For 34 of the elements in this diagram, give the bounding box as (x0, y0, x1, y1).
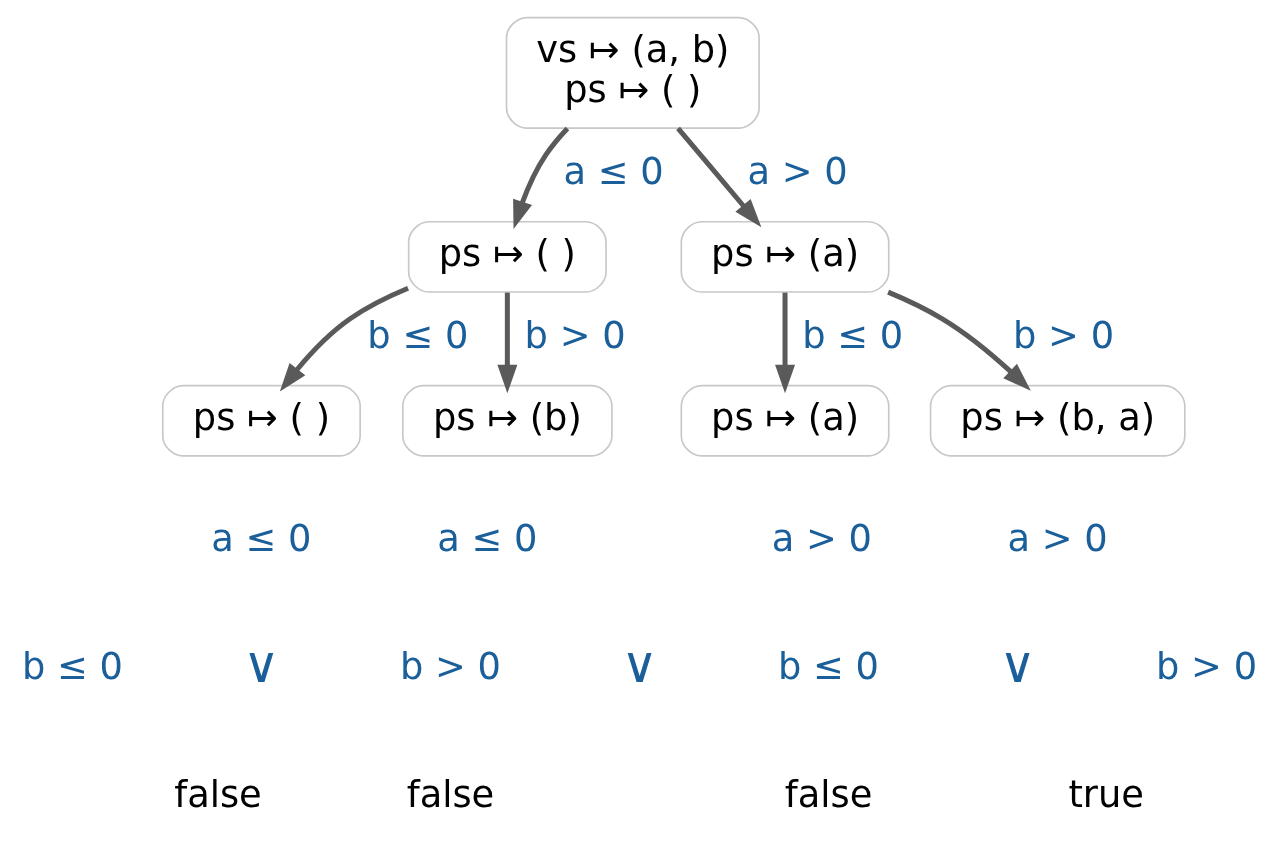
node-box: ps ↦ (a) (680, 220, 890, 293)
arrow (775, 292, 795, 394)
edge-label: b ≤ 0 (367, 314, 469, 358)
arrow (676, 126, 762, 228)
label: a > 0 (771, 516, 872, 560)
label: b > 0 (399, 644, 501, 688)
arrow (887, 289, 1031, 391)
label: true (1068, 772, 1144, 816)
label: false (406, 772, 495, 816)
edge-label: a ≤ 0 (563, 150, 664, 194)
label: a ≤ 0 (211, 516, 312, 560)
edge-label: b > 0 (524, 314, 626, 358)
label: false (174, 772, 262, 816)
label: false (784, 772, 873, 816)
node-box: ps ↦ ( ) (407, 220, 607, 293)
arrow (497, 292, 518, 394)
label: a > 0 (1007, 516, 1108, 560)
edge-label: b > 0 (1013, 314, 1115, 358)
label: ∨ (999, 634, 1036, 694)
label: b ≤ 0 (21, 644, 123, 688)
arrow (513, 126, 570, 229)
node-box: vs ↦ (a, b) ps ↦ ( ) (505, 16, 760, 129)
label: a ≤ 0 (437, 516, 538, 560)
label: ∨ (243, 634, 280, 694)
node-box: ps ↦ (b, a) (929, 384, 1186, 457)
node-box: ps ↦ ( ) (161, 384, 361, 457)
edge-label: a > 0 (747, 150, 848, 194)
node-box: ps ↦ (a) (680, 384, 890, 457)
node-box: ps ↦ (b) (401, 384, 613, 457)
edge-label: b ≤ 0 (802, 314, 904, 358)
arrow (279, 285, 410, 392)
label: b ≤ 0 (778, 644, 880, 688)
label: b > 0 (1156, 644, 1258, 688)
label: ∨ (621, 634, 658, 694)
